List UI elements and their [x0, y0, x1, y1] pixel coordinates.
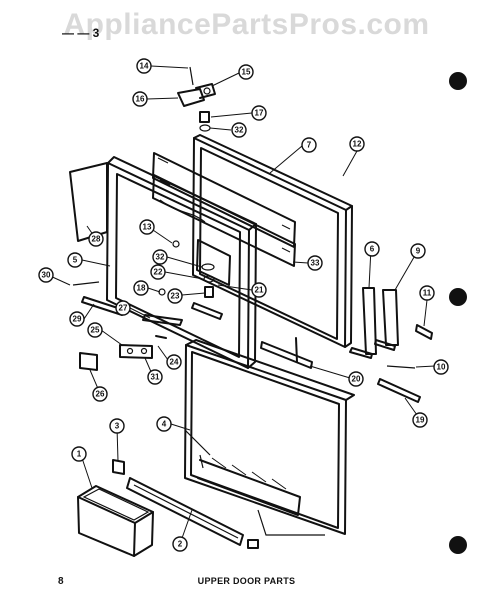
door-outer-panel: [192, 134, 353, 348]
callout-24: 24: [166, 354, 182, 370]
callout-28: 28: [88, 231, 104, 247]
callout-23: 23: [167, 288, 183, 304]
callout-32-mid: 32: [152, 249, 168, 265]
callout-23-label: 23: [171, 292, 180, 301]
door-gasket-frame: [69, 156, 257, 369]
callout-33-label: 33: [311, 259, 320, 268]
callout-30-label: 30: [42, 271, 51, 280]
lower-strip: [260, 337, 313, 369]
callout-12-label: 12: [353, 140, 362, 149]
callout-12: 12: [349, 136, 365, 152]
callout-5-label: 5: [73, 256, 78, 265]
callout-9-label: 9: [416, 247, 421, 256]
callout-21-label: 21: [255, 286, 264, 295]
callout-18-label: 18: [137, 284, 146, 293]
callout-15: 15: [238, 64, 254, 80]
callout-7-label: 7: [307, 141, 312, 150]
registration-dot-middle: [449, 288, 467, 306]
callout-22-label: 22: [154, 268, 163, 277]
callout-27-label: 27: [119, 304, 128, 313]
callout-2-label: 2: [178, 540, 183, 549]
callout-19-label: 19: [416, 416, 425, 425]
diagram-caption: UPPER DOOR PARTS: [197, 576, 296, 586]
door-shelf-bar: [126, 477, 259, 549]
callout-20-label: 20: [352, 375, 361, 384]
callout-21: 21: [251, 282, 267, 298]
center-hinge-parts: [172, 239, 231, 320]
callout-16: 16: [132, 91, 148, 107]
callout-29-label: 29: [73, 315, 82, 324]
callout-31: 31: [147, 369, 163, 385]
callout-4-label: 4: [162, 420, 167, 429]
callout-32-top: 32: [231, 122, 247, 138]
callout-6-label: 6: [370, 245, 375, 254]
registration-dot-bottom: [449, 536, 467, 554]
left-small-parts: [72, 281, 183, 371]
callout-26: 26: [92, 386, 108, 402]
callout-26-label: 26: [96, 390, 105, 399]
callout-13: 13: [139, 219, 155, 235]
callout-5: 5: [67, 252, 83, 268]
callout-19: 19: [412, 412, 428, 428]
callout-31-label: 31: [151, 373, 160, 382]
callout-30: 30: [38, 267, 54, 283]
callout-17: 17: [251, 105, 267, 121]
callout-1: 1: [71, 446, 87, 462]
leader-lines: [47, 65, 436, 542]
callout-10-label: 10: [437, 363, 446, 372]
callout-15-label: 15: [242, 68, 251, 77]
callout-22: 22: [150, 264, 166, 280]
page-number: 8: [58, 576, 64, 587]
callout-16-label: 16: [136, 95, 145, 104]
door-breaker-strips: [152, 152, 296, 267]
callout-1-label: 1: [77, 450, 82, 459]
butter-bin: [77, 485, 154, 557]
callout-11-label: 11: [423, 289, 432, 298]
header-fragment: — — 3: [62, 26, 100, 40]
callout-3: 3: [109, 418, 125, 434]
callout-32-top-label: 32: [235, 126, 244, 135]
callout-14: 14: [136, 58, 152, 74]
callout-3-label: 3: [115, 422, 120, 431]
callout-4: 4: [156, 416, 172, 432]
callout-25: 25: [87, 322, 103, 338]
callout-28-label: 28: [92, 235, 101, 244]
callout-13-label: 13: [143, 223, 152, 232]
callout-17-label: 17: [255, 109, 264, 118]
callout-11: 11: [419, 285, 435, 301]
registration-dot-top: [449, 72, 467, 90]
callout-29: 29: [69, 311, 85, 327]
callout-27: 27: [115, 300, 131, 316]
callout-25-label: 25: [91, 326, 100, 335]
callout-2: 2: [172, 536, 188, 552]
callout-20: 20: [348, 371, 364, 387]
callout-9: 9: [410, 243, 426, 259]
callout-7: 7: [301, 137, 317, 153]
callout-33: 33: [307, 255, 323, 271]
callout-24-label: 24: [170, 358, 179, 367]
callout-14-label: 14: [140, 62, 149, 71]
top-hinge-assembly: [177, 66, 216, 132]
callout-18: 18: [133, 280, 149, 296]
watermark: AppliancePartsPros.com: [63, 8, 430, 41]
callout-6: 6: [364, 241, 380, 257]
callout-10: 10: [433, 359, 449, 375]
shelf-bracket: [112, 459, 125, 475]
callout-32-mid-label: 32: [156, 253, 165, 262]
door-liner-bin: [184, 339, 355, 536]
right-bracket-parts: [349, 287, 433, 403]
